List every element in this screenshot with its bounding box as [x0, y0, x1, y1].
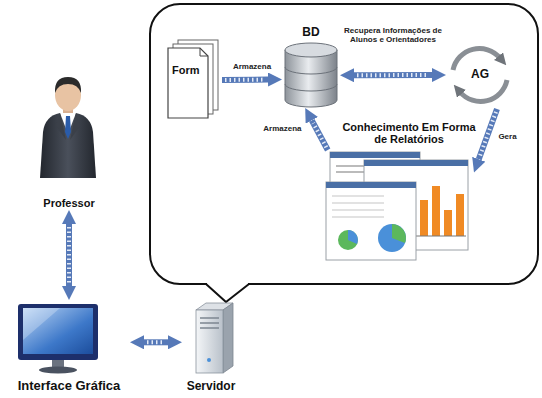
computer-icon	[18, 304, 98, 374]
connector-arrow	[144, 342, 168, 343]
node-label: Conhecimento Em Forma de Relatórios	[342, 121, 476, 146]
edge-label: Recupera Informações de Alunos e Orienta…	[333, 26, 453, 44]
connector-stripes	[67, 227, 71, 283]
form-node: Form	[166, 40, 222, 120]
edge-label: Gera	[497, 132, 517, 141]
text-holder: AG	[446, 68, 514, 82]
connector-stripes	[313, 123, 326, 147]
speech-bubble	[150, 4, 538, 302]
connector-line	[222, 77, 268, 83]
connector-stripes	[147, 340, 165, 344]
form-pages	[168, 40, 218, 118]
connector-arrow	[69, 224, 70, 286]
professor-icon	[40, 77, 96, 178]
connector-arrow	[479, 109, 497, 159]
edge-label: Armazena	[262, 124, 302, 133]
node-label: AG	[446, 68, 514, 82]
connector-arrow	[354, 75, 432, 76]
server-icon	[196, 303, 233, 373]
node-label: BD	[282, 26, 340, 40]
node-label: Interface Gráfica	[8, 379, 130, 394]
connector-stripes	[357, 73, 429, 77]
text-holder: Professor	[29, 197, 109, 210]
connector-line	[354, 72, 432, 78]
report-node: Conhecimento Em Forma de Relatórios	[320, 150, 474, 262]
computer-node: Interface Gráfica	[8, 300, 130, 394]
node-label: Form	[172, 64, 200, 77]
connector-arrow	[222, 79, 268, 80]
database-node: BD	[282, 24, 340, 108]
text-holder: Conhecimento Em Forma de Relatórios	[342, 121, 476, 146]
database-cylinder	[285, 43, 337, 107]
algorithm-node: AG	[446, 41, 514, 109]
edge-label: Armazena	[232, 62, 272, 71]
connector-arrow	[312, 120, 328, 150]
connector-line	[66, 224, 72, 286]
text-holder: Servidor	[182, 380, 240, 394]
connector-line	[144, 339, 168, 345]
text-holder: Interface Gráfica	[8, 379, 130, 394]
connector-line	[479, 109, 497, 159]
actor-icon: Professor	[29, 76, 109, 210]
node-label: Servidor	[182, 380, 240, 394]
connector-stripes	[225, 78, 265, 82]
server-node: Servidor	[182, 300, 240, 394]
connector-stripes	[480, 112, 496, 157]
text-holder: Form	[172, 64, 200, 77]
node-label: Professor	[29, 197, 109, 210]
connector-line	[312, 120, 328, 150]
text-holder: BD	[282, 26, 340, 40]
report-sheets	[326, 152, 468, 260]
